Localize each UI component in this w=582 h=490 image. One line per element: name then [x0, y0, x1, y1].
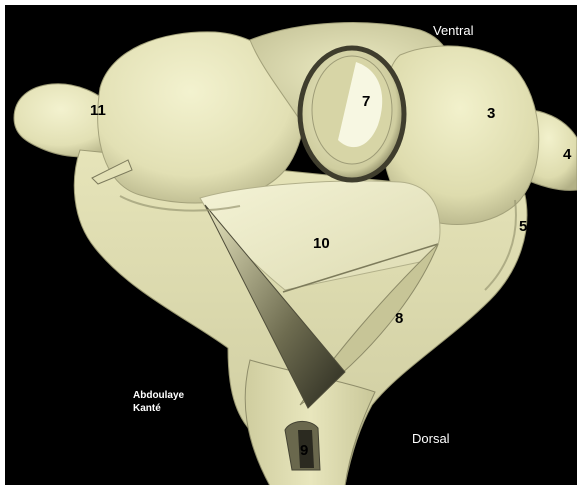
author-last-name: Kanté [133, 403, 184, 416]
structure-label-9: 9 [300, 443, 308, 458]
dorsal-label: Dorsal [412, 432, 450, 445]
structure-label-11: 11 [90, 103, 106, 118]
structure-label-10: 10 [313, 236, 330, 251]
structure-label-4: 4 [563, 147, 571, 162]
structure-label-8: 8 [395, 311, 403, 326]
structure-label-3: 3 [487, 106, 495, 121]
author-credit: Abdoulaye Kanté [133, 390, 184, 415]
ventral-label: Ventral [433, 24, 473, 37]
structure-label-5: 5 [519, 219, 527, 234]
author-first-name: Abdoulaye [133, 390, 184, 403]
structure-label-7: 7 [362, 94, 370, 109]
